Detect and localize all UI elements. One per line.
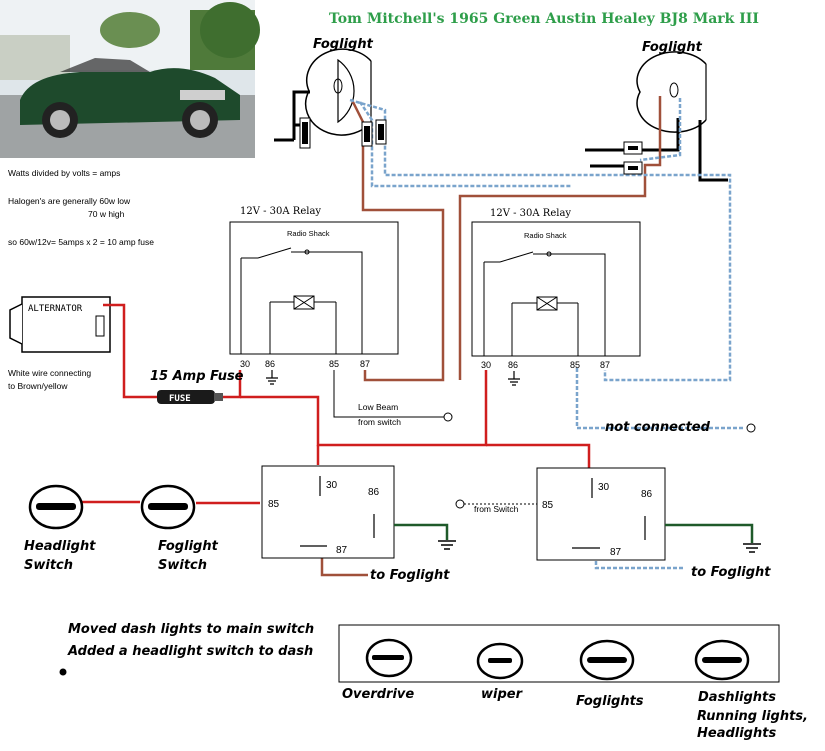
headlight-switch-label-1: Headlight [24,539,96,554]
note-line-2: Halogen's are generally 60w low [8,196,131,206]
relay-bottom-right: 85 30 86 87 [536,467,666,561]
relay-bottom-left-pin-85: 85 [268,499,280,510]
not-connected-terminal [746,423,756,433]
car-photo [0,0,260,158]
from-switch-label: from Switch [474,504,519,514]
ground-wires [274,90,728,182]
relay-bottom-right-pin-86: 86 [641,489,653,500]
to-foglight-left-label: to Foglight [370,568,450,583]
dash-label-headlights: Headlights [697,726,776,741]
bullet-dot [59,668,67,676]
alternator-note-2: to Brown/yellow [8,381,68,391]
relay-bottom-left: 85 30 86 87 [261,465,395,559]
red-wires [80,303,591,505]
headlight-switch-label-2: Switch [24,558,73,573]
alternator-label: ALTERNATOR [28,304,83,314]
relay-top-right-pin-87: 87 [600,360,610,370]
note-line-4: so 60w/12v= 5amps x 2 = 10 amp fuse [8,237,154,247]
blue-wires [349,98,745,570]
green-ground-wires [394,523,754,543]
alternator-note-1: White wire connecting [8,368,91,378]
relay-top-left-pin-85: 85 [329,359,339,369]
dash-switch-foglights[interactable] [579,639,635,681]
relay-top-right: 12V - 30A Relay Radio Shack 30 86 85 87 [471,208,641,386]
relay-bottom-right-pin-30: 30 [598,482,610,493]
relay-top-right-pin-30: 30 [481,360,491,370]
fuse: 15 Amp Fuse FUSE [150,369,244,404]
note-line-3: 70 w high [88,209,125,219]
low-beam-input: Low Beam from switch [333,370,453,427]
bottom-note-1: Moved dash lights to main switch [68,622,314,637]
relay-top-right-pin-85: 85 [570,360,580,370]
relay-top-right-sub: Radio Shack [524,231,567,240]
diagram-title: Tom Mitchell's 1965 Green Austin Healey … [329,11,759,27]
to-foglight-right-label: to Foglight [691,565,771,580]
foglight-switch-label-2: Switch [158,558,207,573]
connectors-right [623,141,643,175]
foglight-left-lamp [304,48,372,136]
foglight-right-label: Foglight [642,40,703,55]
dash-switch-overdrive[interactable] [365,638,413,678]
relay-bottom-left-pin-30: 30 [326,480,338,491]
relay-top-left-title: 12V - 30A Relay [240,206,321,217]
relay-top-left-pin-87: 87 [360,359,370,369]
alternator: ALTERNATOR White wire connecting to Brow… [8,296,111,391]
relay-bottom-left-pin-87: 87 [336,545,348,556]
ground-symbols [438,540,761,553]
note-line-1: Watts divided by volts = amps [8,168,120,178]
dash-label-dashlights: Dashlights [698,690,776,705]
not-connected-label: not connected [605,420,711,435]
headlight-switch[interactable] [28,484,84,530]
dash-label-overdrive: Overdrive [342,687,414,702]
dash-switch-dashlights[interactable] [694,639,750,681]
relay-bottom-right-pin-85: 85 [542,500,554,511]
relay-top-right-pin-86: 86 [508,360,518,370]
dash-switch-wiper[interactable] [476,642,524,680]
low-beam-line-1: Low Beam [358,402,398,412]
relay-top-left-sub: Radio Shack [287,229,330,238]
foglight-switch-label-1: Foglight [158,539,219,554]
dash-label-wiper: wiper [481,687,524,702]
relay-top-right-title: 12V - 30A Relay [490,208,571,219]
fuse-label: 15 Amp Fuse [150,369,244,384]
from-switch-input: from Switch [455,499,537,514]
relay-top-left-pin-86: 86 [265,359,275,369]
fuse-body-text: FUSE [169,394,191,404]
relay-bottom-right-pin-87: 87 [610,547,622,558]
foglight-right-lamp [636,51,707,133]
relay-top-left-pin-30: 30 [240,359,250,369]
relay-bottom-left-pin-86: 86 [368,487,380,498]
foglight-switch[interactable] [140,484,196,530]
bottom-note-2: Added a headlight switch to dash [67,644,313,659]
low-beam-line-2: from switch [358,417,401,427]
dash-label-foglights: Foglights [576,694,644,709]
foglight-left-label: Foglight [313,37,374,52]
dash-label-running-lights: Running lights, [697,709,808,724]
connectors-left [299,117,387,149]
relay-top-left: 12V - 30A Relay Radio Shack 30 86 85 87 [229,206,399,385]
